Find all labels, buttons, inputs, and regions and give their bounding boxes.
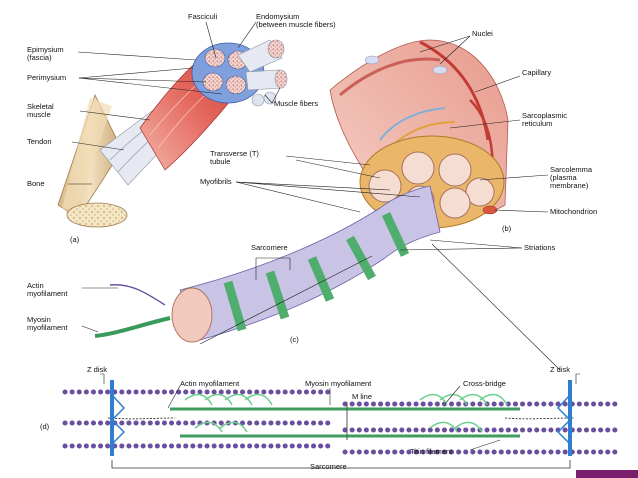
label-myosin-2: myofilament bbox=[27, 323, 68, 332]
label-myofibrils: Myofibrils bbox=[200, 177, 232, 186]
actin-strand bbox=[109, 284, 166, 306]
sarcomere-diagram bbox=[62, 378, 623, 469]
label-muscle-fibers: Muscle fibers bbox=[274, 99, 319, 108]
label-titin-filament: Titin filament bbox=[410, 447, 453, 456]
slide-accent-bar bbox=[576, 470, 638, 478]
label-sarcoplasmic-1: Sarcoplasmic bbox=[522, 111, 568, 120]
leader-lines bbox=[68, 21, 580, 451]
label-endomysium: Endomysium bbox=[256, 12, 300, 21]
panel-d-label: (d) bbox=[40, 422, 50, 431]
fascicles-bundle bbox=[191, 39, 288, 107]
label-striations: Striations bbox=[524, 243, 556, 252]
label-sarcomere-bottom: Sarcomere bbox=[310, 462, 347, 471]
label-tendon: Tendon bbox=[27, 137, 52, 146]
label-m-line: M line bbox=[352, 392, 373, 401]
label-skeletal-muscle-1: Skeletal bbox=[27, 102, 54, 111]
label-fasciculi: Fasciculi bbox=[188, 12, 218, 21]
label-actin-myofilament: Actin myofilament bbox=[180, 379, 240, 388]
label-bone: Bone bbox=[27, 179, 45, 188]
bone bbox=[57, 93, 128, 228]
label-sarcomere-top: Sarcomere bbox=[251, 243, 288, 252]
label-mitochondrion: Mitochondrion bbox=[550, 207, 598, 216]
label-actin-1: Actin bbox=[27, 281, 44, 290]
label-t-tubule-2: tubule bbox=[210, 157, 231, 166]
label-actin-2: myofilament bbox=[27, 289, 68, 298]
label-capillary: Capillary bbox=[522, 68, 552, 77]
label-z-disk-left: Z disk bbox=[87, 365, 108, 374]
label-cross-bridge: Cross-bridge bbox=[463, 379, 506, 388]
panel-c-label: (c) bbox=[290, 335, 299, 344]
myosin-strand bbox=[94, 316, 171, 338]
label-myosin-myofilament: Myosin myofilament bbox=[305, 379, 372, 388]
label-epimysium: Epimysium bbox=[27, 45, 64, 54]
label-z-disk-right: Z disk bbox=[550, 365, 571, 374]
label-sarcoplasmic-2: reticulum bbox=[522, 119, 553, 128]
label-perimysium: Perimysium bbox=[27, 73, 67, 82]
label-sarcolemma-2: (plasma bbox=[550, 173, 577, 182]
label-t-tubule-1: Transverse (T) bbox=[210, 149, 259, 158]
myofibril-tube bbox=[94, 185, 441, 343]
label-sarcolemma-1: Sarcolemma bbox=[550, 165, 593, 174]
panel-b-label: (b) bbox=[502, 224, 512, 233]
label-nuclei: Nuclei bbox=[472, 29, 493, 38]
label-sarcolemma-3: membrane) bbox=[550, 181, 589, 190]
label-epimysium-note: (fascia) bbox=[27, 53, 52, 62]
label-endomysium-note: (between muscle fibers) bbox=[256, 20, 336, 29]
label-skeletal-muscle-2: muscle bbox=[27, 110, 51, 119]
panel-a-label: (a) bbox=[70, 235, 80, 244]
label-myosin-1: Myosin bbox=[27, 315, 51, 324]
